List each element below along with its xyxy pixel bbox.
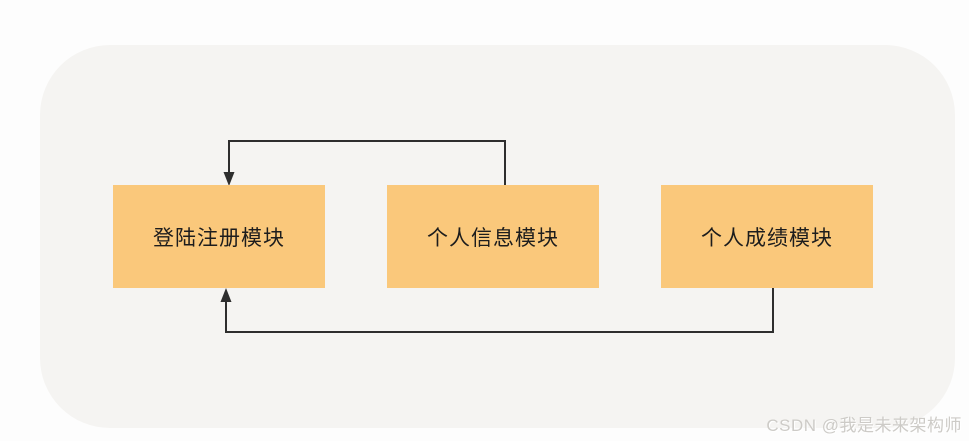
node-personal-info-module: 个人信息模块 bbox=[387, 185, 599, 288]
node-personal-grades-module: 个人成绩模块 bbox=[661, 185, 873, 288]
csdn-watermark: CSDN @我是未来架构师 bbox=[766, 416, 962, 435]
node-login-register-module: 登陆注册模块 bbox=[113, 185, 325, 288]
